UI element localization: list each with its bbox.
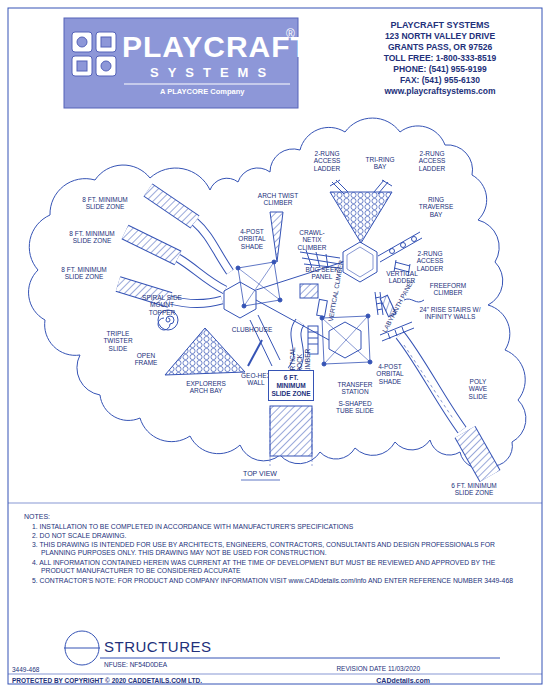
part-label: 8 FT. MINIMUM SLIDE ZONE — [82, 196, 128, 211]
part-label: VERTICAL LADDER — [382, 270, 422, 285]
note-text: 1. INSTALLATION TO BE COMPLETED IN ACCOR… — [32, 523, 521, 531]
play-area-outline — [29, 118, 526, 468]
part-label: GEO-HEX WALL — [241, 372, 271, 387]
note-text: REVISION DATE 11/03/2020 — [300, 665, 420, 672]
header-text: PLAYCRAFT — [122, 30, 292, 65]
header-text: PHONE: (541) 955-9199 — [350, 65, 530, 75]
part-label: 8 FT. MINIMUM SLIDE ZONE — [69, 230, 115, 245]
note-text: 5. CONTRACTOR'S NOTE: FOR PRODUCT AND CO… — [32, 577, 521, 585]
part-label: S-SHAPED TUBE SLIDE — [331, 400, 379, 415]
part-label: 4-POST ORBITAL SHADE — [368, 363, 412, 385]
note-text: 3449-468 — [12, 666, 72, 673]
part-label: OPEN FRAME — [129, 352, 163, 367]
note-text: PROTECTED BY COPYRIGHT © 2020 CADDETAILS… — [12, 677, 272, 684]
logo-icon — [72, 32, 116, 76]
part-label: VERTICAL CLIMBER — [327, 281, 341, 322]
logo-panel — [64, 18, 298, 108]
part-label: CRAWL-NETIX CLIMBER — [292, 229, 332, 251]
part-label: 2-RUNG ACCESS LADDER — [307, 150, 347, 172]
slide-zones — [118, 190, 490, 476]
note-text: 2. DO NOT SCALE DRAWING. — [32, 532, 521, 540]
note-text: NFUSE: NF54D0DEA — [104, 661, 304, 668]
note-text: TOP VIEW — [230, 470, 290, 478]
zone-label: 6 FT. MINIMUM SLIDE ZONE — [271, 374, 311, 397]
header-text: TOLL FREE: 1-800-333-8519 — [350, 54, 530, 64]
part-label: 4-POST ORBITAL SHADE — [230, 228, 274, 250]
divider — [8, 503, 542, 504]
header-text: FAX: (541) 955-6130 — [350, 76, 530, 86]
slide-zone-box: 6 FT. MINIMUM SLIDE ZONE — [268, 370, 314, 401]
part-label: 24" RISE STAIRS W/ INFINITY WALLS — [418, 306, 482, 321]
part-label: TRANSFER STATION — [332, 381, 378, 396]
header-text: GRANTS PASS, OR 97526 — [350, 43, 530, 53]
slides — [158, 222, 462, 430]
part-label: ARCH TWIST CLIMBER — [251, 192, 305, 207]
header-text: 123 NORTH VALLEY DRIVE — [350, 32, 530, 42]
title-block — [8, 480, 542, 674]
note-text: CADdetails.com — [320, 677, 430, 685]
part-label: TRI-RING BAY — [363, 156, 397, 171]
part-label: SPIRAL SIDE MOUNT TOPPER — [138, 294, 186, 316]
part-label: 6 FT. MINIMUM SLIDE ZONE — [450, 482, 498, 497]
drawing-title: STRUCTURES — [104, 638, 212, 655]
sheet-frame — [8, 8, 542, 684]
part-label: 8 FT. MINIMUM SLIDE ZONE — [61, 266, 107, 281]
part-label: EXPLORERS ARCH BAY — [182, 380, 230, 395]
header-text: PLAYCRAFT SYSTEMS — [350, 20, 530, 30]
part-label: 2-RUNG ACCESS LADDER — [412, 150, 452, 172]
part-label: RING TRAVERSE BAY — [416, 196, 456, 218]
decks — [165, 192, 392, 375]
part-label: POLY WAVE SLIDE — [461, 378, 495, 400]
components — [248, 180, 424, 466]
part-label: 2-RUNG ACCESS LADDER — [410, 250, 450, 272]
note-text: 3. THIS DRAWING IS INTENDED FOR USE BY A… — [32, 541, 521, 557]
part-label: TRIPLE TWISTER SLIDE — [96, 330, 140, 352]
part-label: BUG SEEK PANEL — [304, 266, 340, 281]
note-text: NOTES: — [24, 513, 84, 521]
header-text: ® — [286, 28, 300, 42]
header-text: A PLAYCORE Company — [160, 88, 270, 97]
header-text: www.playcraftsystems.com — [350, 87, 530, 97]
note-text: 4. ALL INFORMATION CONTAINED HEREIN WAS … — [32, 559, 521, 575]
part-label: FREEFORM CLIMBER — [426, 282, 470, 297]
header-text: SYSTEMS — [150, 66, 300, 81]
part-label: CLUBHOUSE — [230, 326, 274, 333]
